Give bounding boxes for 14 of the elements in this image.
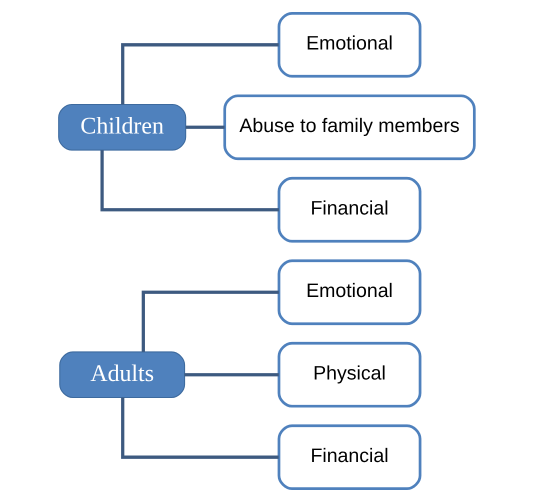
connector <box>121 397 279 458</box>
node-box: Financial <box>278 176 422 242</box>
node-box: Financial <box>278 424 422 490</box>
connector <box>186 125 225 128</box>
connector <box>121 42 279 104</box>
connector <box>184 372 279 376</box>
node-box: Adults <box>59 350 186 398</box>
node-box: Physical <box>278 341 422 408</box>
node-box: Emotional <box>278 11 422 78</box>
node-box: Children <box>58 103 186 150</box>
node-box: Emotional <box>278 258 422 325</box>
node-box: Abuse to family members <box>223 94 476 160</box>
connector <box>142 290 279 352</box>
connector <box>100 150 279 211</box>
